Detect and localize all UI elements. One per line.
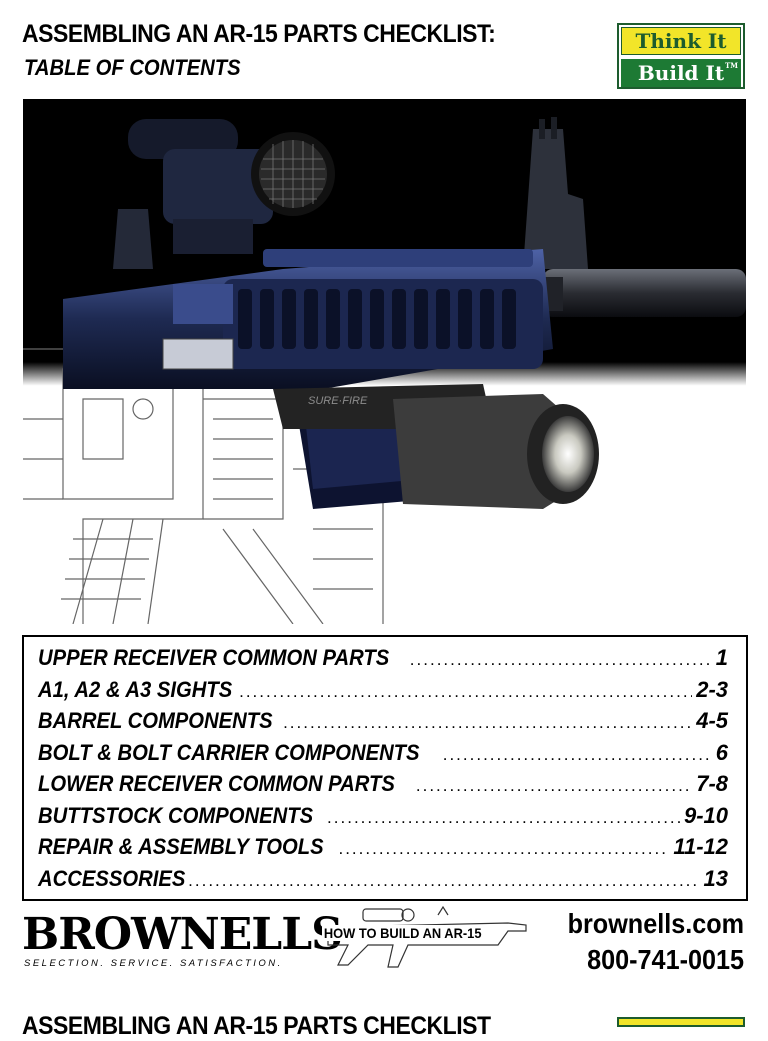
toc-label: LOWER RECEIVER COMMON PARTS bbox=[38, 771, 395, 796]
toc-leader-dots: ........................................… bbox=[188, 870, 700, 890]
toc-page-number: 11-12 bbox=[673, 834, 728, 859]
phone-number[interactable]: 800-741-0015 bbox=[587, 944, 744, 975]
toc-page-number: 4-5 bbox=[696, 708, 728, 733]
toc-label: A1, A2 & A3 SIGHTS bbox=[38, 676, 233, 702]
logo-build-it: Build It TM bbox=[621, 59, 741, 87]
next-page-logo bbox=[617, 1017, 745, 1027]
website-link[interactable]: brownells.com bbox=[567, 908, 744, 939]
toc-entry[interactable]: A1, A2 & A3 SIGHTS .....................… bbox=[38, 677, 728, 709]
toc-leader-dots: ........................................… bbox=[327, 807, 680, 827]
rifle-hero-image: SURE·FIRE bbox=[23, 99, 746, 624]
toc-leader-dots: ........................................… bbox=[442, 744, 712, 764]
toc-entry[interactable]: LOWER RECEIVER COMMON PARTS ............… bbox=[38, 771, 728, 803]
svg-text:SURE·FIRE: SURE·FIRE bbox=[308, 395, 368, 407]
think-it-build-it-logo: Think It Build It TM bbox=[617, 23, 745, 89]
toc-page-number: 13 bbox=[703, 865, 728, 891]
toc-entry[interactable]: UPPER RECEIVER COMMON PARTS ............… bbox=[38, 645, 728, 677]
toc-leader-dots: ........................................… bbox=[409, 650, 712, 669]
logo-think-it: Think It bbox=[621, 27, 741, 55]
toc-leader-dots: ........................................… bbox=[239, 681, 692, 701]
toc-page-number: 9-10 bbox=[683, 802, 728, 828]
logo-build-it-text: Build It bbox=[637, 61, 725, 85]
toc-page-number: 7-8 bbox=[696, 771, 728, 796]
toc-entry[interactable]: BOLT & BOLT CARRIER COMPONENTS .........… bbox=[38, 740, 728, 772]
table-of-contents: UPPER RECEIVER COMMON PARTS ............… bbox=[22, 635, 748, 901]
brand-name-text: BROWNELLS bbox=[22, 909, 343, 960]
how-to-build-label: HOW TO BUILD AN AR-15 bbox=[322, 925, 484, 941]
toc-label: BUTTSTOCK COMPONENTS bbox=[38, 802, 314, 828]
toc-entry[interactable]: BUTTSTOCK COMPONENTS ...................… bbox=[38, 803, 728, 835]
toc-label: BARREL COMPONENTS bbox=[38, 708, 273, 733]
toc-entry[interactable]: BARREL COMPONENTS ......................… bbox=[38, 708, 728, 740]
toc-entry[interactable]: ACCESSORIES ............................… bbox=[38, 866, 728, 898]
toc-label: REPAIR & ASSEMBLY TOOLS bbox=[38, 834, 324, 859]
toc-leader-dots: ........................................… bbox=[415, 776, 692, 795]
next-page-title: ASSEMBLING AN AR-15 PARTS CHECKLIST bbox=[22, 1012, 491, 1040]
toc-leader-dots: ........................................… bbox=[283, 713, 693, 732]
toc-page-number: 1 bbox=[715, 645, 728, 670]
toc-entry[interactable]: REPAIR & ASSEMBLY TOOLS ................… bbox=[38, 834, 728, 866]
brand-tagline: SELECTION. SERVICE. SATISFACTION. bbox=[24, 958, 283, 969]
toc-label: BOLT & BOLT CARRIER COMPONENTS bbox=[38, 739, 420, 765]
toc-page-number: 2-3 bbox=[696, 676, 728, 702]
toc-leader-dots: ........................................… bbox=[338, 839, 669, 858]
toc-label: ACCESSORIES bbox=[38, 865, 186, 891]
rifle-outline-icon bbox=[327, 905, 527, 968]
brand-name: BROWNELLS® bbox=[22, 909, 352, 960]
contact-info: brownells.com 800-741-0015 bbox=[548, 908, 744, 976]
toc-label: UPPER RECEIVER COMMON PARTS bbox=[38, 645, 390, 670]
page-title: ASSEMBLING AN AR-15 PARTS CHECKLIST: bbox=[22, 20, 496, 48]
toc-page-number: 6 bbox=[715, 739, 728, 765]
brownells-logo: BROWNELLS® SELECTION. SERVICE. SATISFACT… bbox=[22, 909, 352, 970]
page-subtitle: TABLE OF CONTENTS bbox=[24, 55, 241, 80]
how-to-build-badge: HOW TO BUILD AN AR-15 bbox=[308, 905, 528, 975]
rifle-illustration-icon: SURE·FIRE bbox=[23, 99, 746, 624]
logo-trademark: TM bbox=[725, 61, 738, 70]
